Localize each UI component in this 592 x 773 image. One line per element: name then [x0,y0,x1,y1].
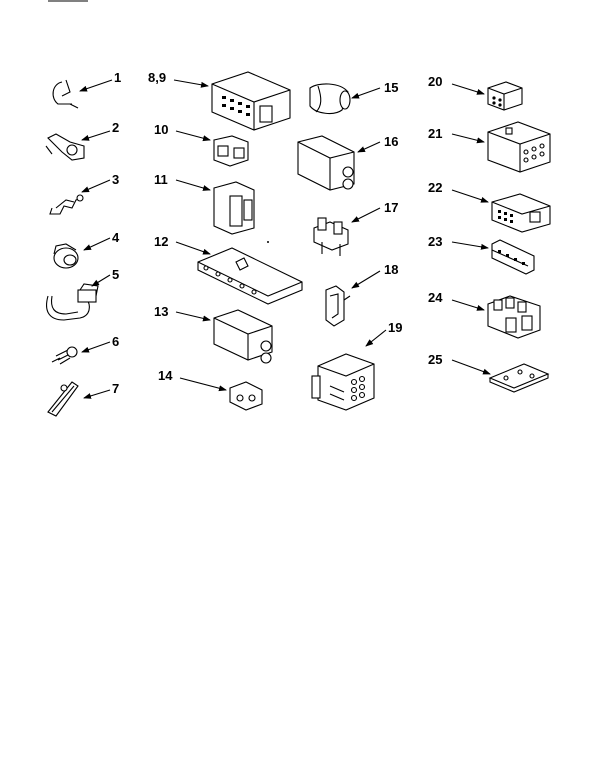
leader-4 [83,237,111,251]
speck [267,241,269,243]
callout-8-9: 8,9 [148,70,166,85]
part-5-cable-clamp [46,283,99,321]
part-18-clip [325,285,351,327]
callout-1: 1 [114,70,121,85]
leader-1 [79,79,113,92]
part-22-connector [491,193,551,233]
leader-25 [451,359,491,375]
leader-15 [351,87,381,99]
callout-4: 4 [112,230,120,245]
part-21-block [487,121,551,173]
callout-5: 5 [112,267,119,282]
part-13-connector [213,309,273,364]
part-23-connector [491,239,535,275]
callout-15: 15 [384,80,398,95]
part-14-plug [229,381,263,411]
leader-8-9 [173,79,209,88]
leader-5 [91,274,111,287]
callout-25: 25 [428,352,442,367]
leader-7 [83,389,111,399]
part-6-screw [51,346,78,365]
leader-23 [451,241,489,250]
part-15-sleeve [309,83,351,115]
callout-2: 2 [112,120,119,135]
part-10-connector [213,135,249,167]
callout-13: 13 [154,304,168,319]
part-20-block [487,81,523,111]
callout-3: 3 [112,172,119,187]
leader-3 [81,179,111,193]
leader-6 [81,341,111,353]
leader-17 [351,207,381,223]
callout-24: 24 [428,290,443,305]
callout-14: 14 [158,368,173,383]
leader-16 [357,141,381,153]
part-11-connector [213,181,255,235]
callout-23: 23 [428,234,442,249]
callout-10: 10 [154,122,168,137]
callout-19: 19 [388,320,402,335]
part-17-connector [313,217,349,256]
part-4-grommet [53,243,79,269]
part-12-terminal-strip [197,247,303,305]
leader-14 [179,377,227,392]
callout-21: 21 [428,126,442,141]
leader-19 [365,329,387,347]
part-19-connector [311,353,375,411]
leader-13 [175,311,211,322]
callout-20: 20 [428,74,442,89]
callout-11: 11 [154,172,168,187]
leader-12 [175,241,211,255]
part-7-strip [47,381,79,417]
leader-24 [451,299,485,311]
callout-7: 7 [112,381,119,396]
part-24-connector [487,295,541,339]
callout-18: 18 [384,262,398,277]
leader-10 [175,130,211,142]
part-25-plate [488,363,550,393]
part-8-9-connector [211,71,291,131]
part-2-clamp [45,133,85,161]
leader-21 [451,133,485,144]
callout-22: 22 [428,180,442,195]
leader-11 [175,179,211,191]
part-16-connector [297,135,355,191]
callout-6: 6 [112,334,119,349]
part-1-clip [52,79,79,109]
leader-2 [81,130,111,141]
leader-18 [351,270,381,289]
leader-22 [451,189,489,203]
callout-12: 12 [154,234,168,249]
leader-20 [451,83,485,95]
callout-16: 16 [384,134,398,149]
callout-17: 17 [384,200,398,215]
part-3-bracket [49,194,84,215]
